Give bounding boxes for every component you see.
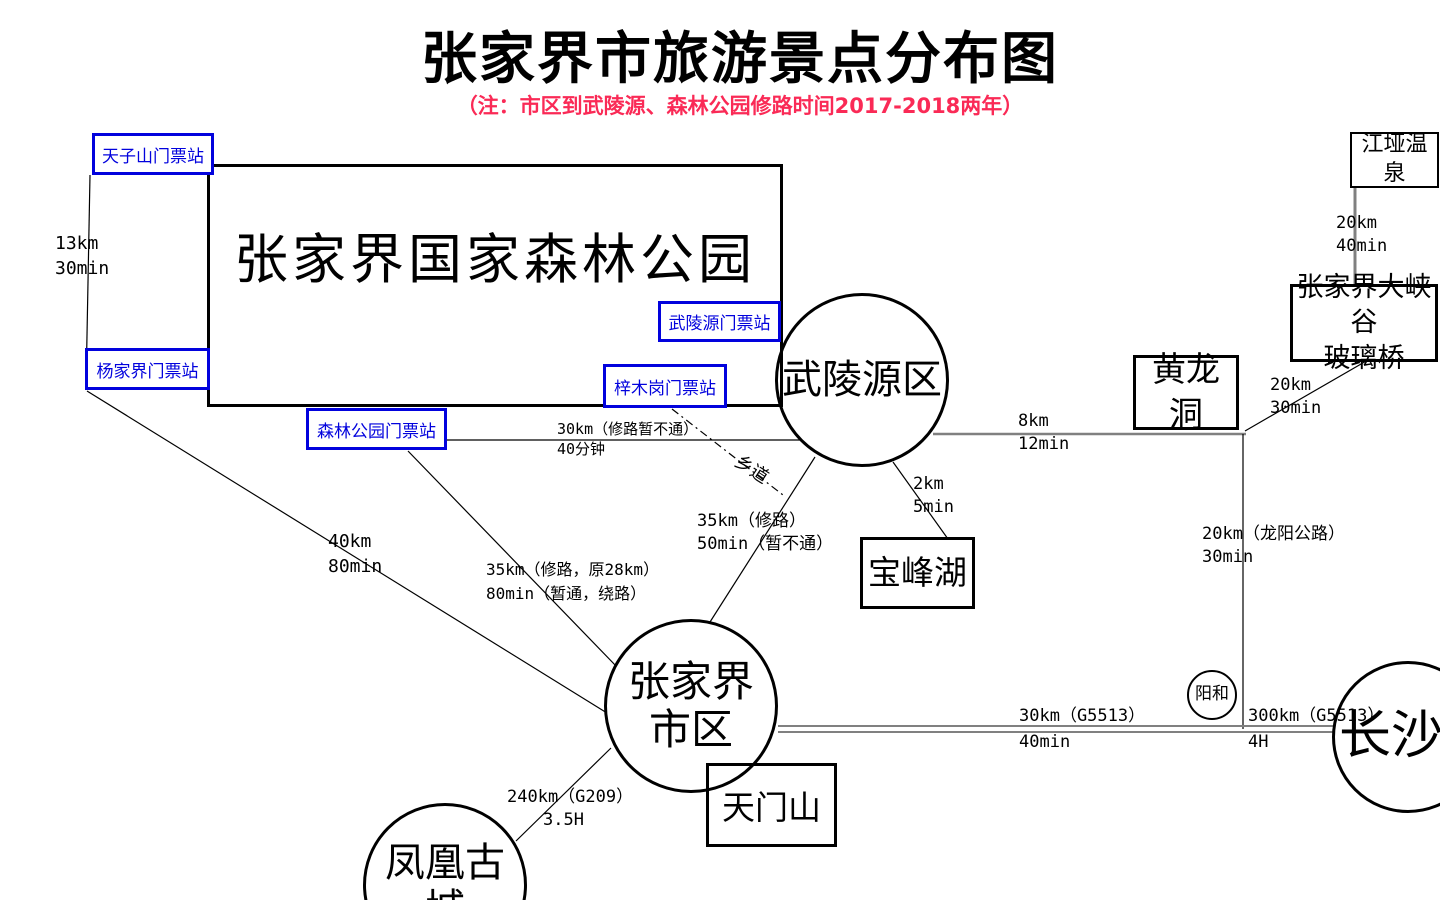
node-tianmen-mountain: 天门山 — [706, 763, 837, 847]
ticket-tianzishan-station: 天子山门票站 — [92, 133, 214, 175]
node-baofeng-lake: 宝峰湖 — [860, 537, 975, 609]
edge-label-glassbridge-jiangya: 20km 40min — [1336, 213, 1388, 257]
node-city-label-line2: 市区 — [648, 705, 733, 754]
edge-label-city-yanghe: 30km（G5513） 40min — [1019, 706, 1146, 753]
edge-wulingyuan-city — [709, 456, 816, 623]
node-huanglong-label: 黄龙洞 — [1152, 350, 1220, 435]
node-forest-park-label: 张家界国家森林公园 — [234, 228, 756, 291]
node-glassbridge-label-line2: 玻璃桥 — [1323, 342, 1405, 374]
node-glassbridge-label-line1: 张家界大峡谷 — [1296, 272, 1432, 339]
page-title: 张家界市旅游景点分布图 — [421, 27, 1059, 92]
edge-label-wulingyuan-city: 35km（修路） 50min（暂不通） — [697, 511, 834, 555]
edge-junction-glassbridge — [1244, 359, 1369, 432]
ticket-yangjiajie-label: 杨家界门票站 — [96, 361, 199, 382]
edge-label-yangjiajie-city: 40km 80min — [328, 531, 383, 577]
node-fenghuang-label: 凤凰古城 — [385, 840, 505, 900]
edge-wulingyuan-baofeng — [892, 461, 949, 540]
node-grand-canyon-glass-bridge: 张家界大峡谷 玻璃桥 — [1290, 272, 1438, 374]
ticket-wulingyuan-station: 武陵源门票站 — [658, 301, 781, 342]
node-tianmen-label: 天门山 — [722, 788, 821, 828]
edge-label-wulingyuan-baofeng: 2km 5min — [913, 474, 954, 518]
ticket-forest-park-station: 森林公园门票站 — [306, 408, 447, 450]
node-city-label-line1: 张家界 — [627, 656, 754, 706]
node-jiangya-label: 江垭温泉 — [1361, 132, 1428, 186]
node-national-forest-park: 张家界国家森林公园 — [207, 164, 783, 407]
node-changsha-label: 长沙 — [1338, 706, 1440, 767]
ticket-zimugang-station: 梓木岗门票站 — [603, 364, 727, 408]
edge-label-tianzi-yangjiajie: 13km 30min — [55, 233, 110, 279]
edge-label-junction-road: 20km（龙阳公路） 30min — [1202, 524, 1345, 568]
edge-label-wulingyuan-huanglong: 8km 12min — [1018, 411, 1070, 455]
edge-label-junction-glassbridge: 20km 30min — [1270, 375, 1322, 419]
node-wulingyuan-label: 武陵源区 — [782, 357, 942, 403]
edge-label-forestgate-wulingyuan: 30km（修路暂不通） 40分钟 — [557, 420, 699, 458]
edge-yangjiajie-city — [86, 390, 608, 714]
ticket-yangjiajie-station: 杨家界门票站 — [85, 348, 210, 390]
node-wulingyuan-district: 武陵源区 — [775, 293, 949, 467]
ticket-forest-gate-label: 森林公园门票站 — [317, 421, 436, 442]
node-huanglong-cave: 黄龙洞 — [1133, 350, 1239, 435]
edge-label-city-fenghuang: 240km（G209） 3.5H — [507, 787, 634, 831]
ticket-tianzishan-label: 天子山门票站 — [102, 146, 204, 167]
page-subtitle-note: （注：市区到武陵源、森林公园修路时间2017-2018两年） — [456, 94, 1024, 118]
edge-city-fenghuang — [515, 747, 612, 842]
edge-zimugang-country-road — [671, 408, 784, 496]
edge-forestgate-city — [407, 450, 618, 668]
node-jiangya-hot-spring: 江垭温泉 — [1350, 132, 1439, 188]
node-yanghe-label: 阳和 — [1195, 684, 1229, 705]
edge-label-yanghe-changsha: 300km（G5513） 4H — [1248, 706, 1385, 753]
node-baofeng-label: 宝峰湖 — [868, 552, 967, 592]
ticket-wulingyuan-gate-label: 武陵源门票站 — [668, 314, 771, 334]
node-yanghe: 阳和 — [1187, 670, 1237, 720]
node-fenghuang-ancient-town: 凤凰古城 — [363, 803, 527, 900]
edge-label-forestgate-city: 35km（修路，原28km） 80min（暂通，绕路） — [486, 560, 660, 603]
ticket-zimugang-label: 梓木岗门票站 — [614, 378, 716, 399]
